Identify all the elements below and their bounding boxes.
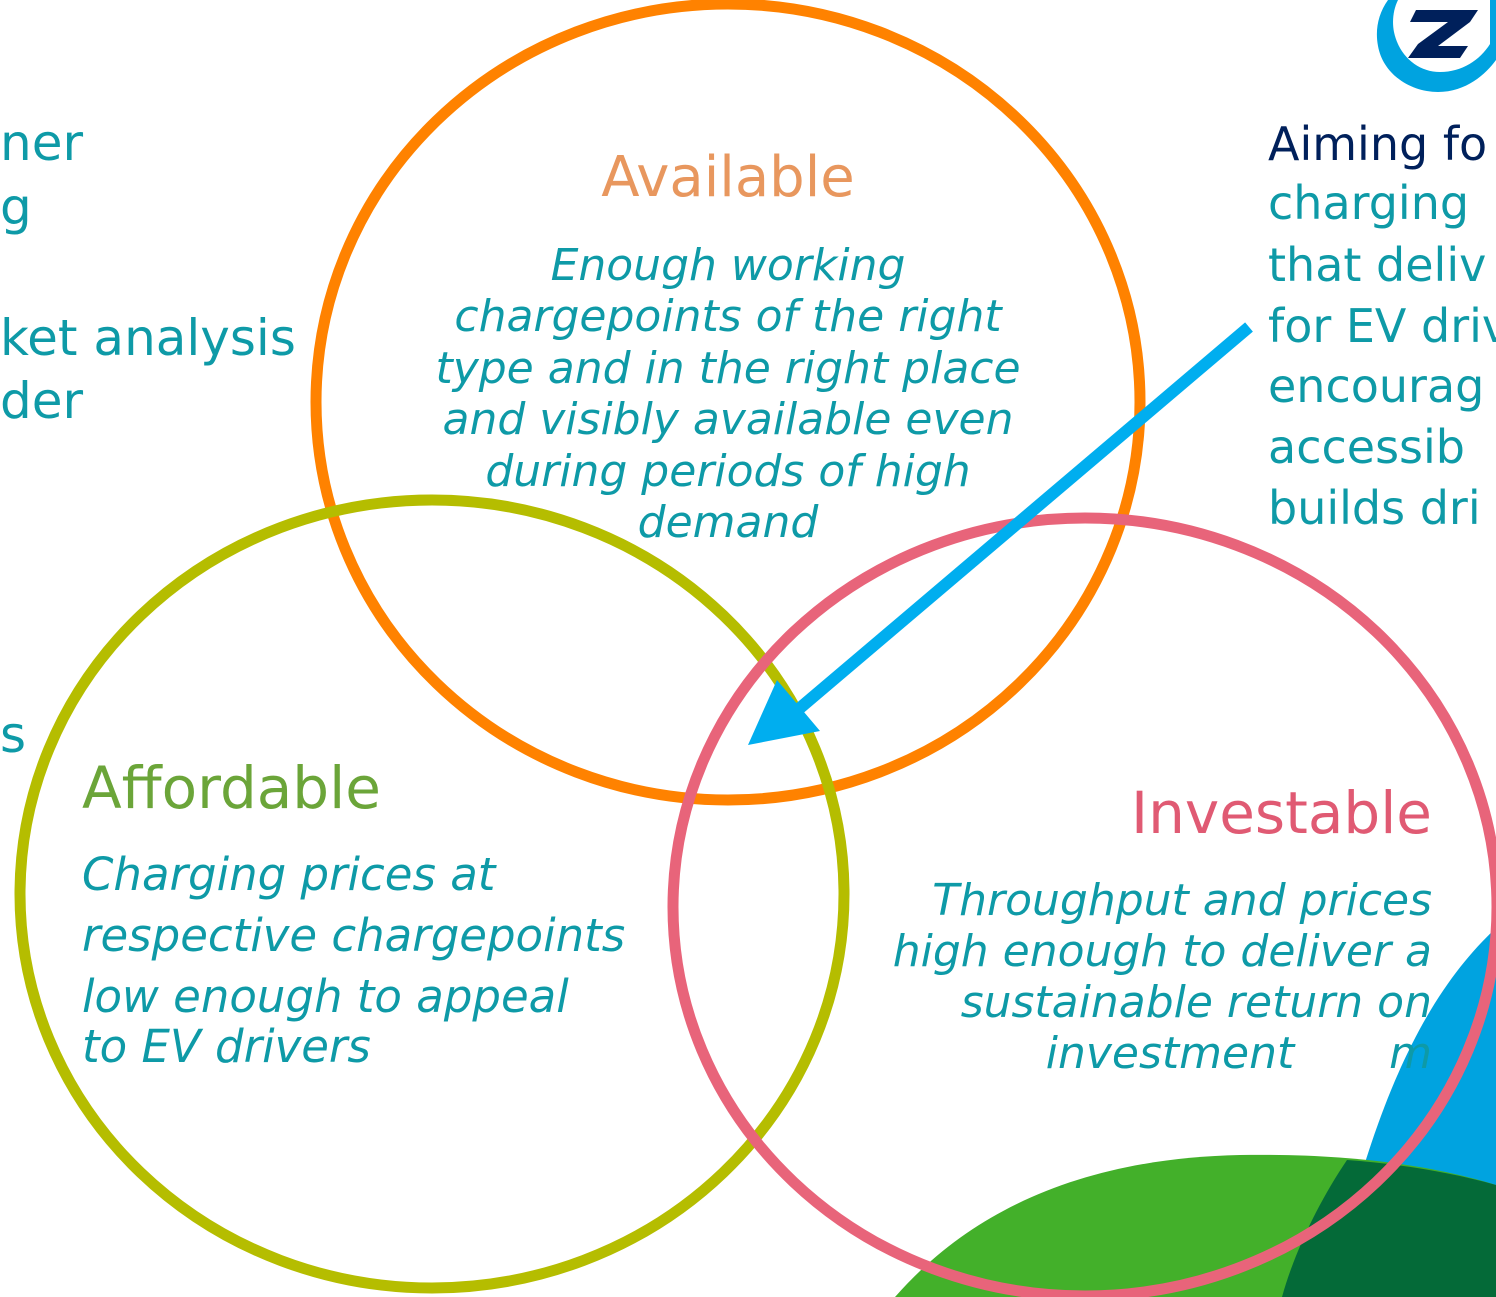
available-description-line: and visibly available even (442, 394, 1013, 445)
left-line: s (0, 706, 26, 764)
available-description-line: demand (638, 497, 820, 548)
left-line: der (0, 372, 84, 430)
affordable-description-line: Charging prices at (82, 848, 498, 901)
available-description-line: Enough working (551, 240, 906, 291)
background-dark-green-overlap (1282, 1160, 1496, 1297)
right-side-text: Aiming fo charging that deliv for EV dri… (1268, 117, 1496, 535)
available-title: Available (601, 145, 854, 210)
available-description-line: during periods of high (485, 446, 970, 497)
affordable-title: Affordable (82, 754, 381, 822)
affordable-description-line: low enough to appeal (82, 970, 569, 1023)
left-side-text: ner g ket analysis der s (0, 114, 296, 764)
investable-description-line: sustainable return on (961, 977, 1432, 1028)
available-description-line: type and in the right place (435, 343, 1020, 394)
right-line: accessib (1268, 420, 1465, 474)
investable-description-line: high enough to deliver a (893, 926, 1432, 977)
logo-icon (1408, 10, 1478, 58)
investable-label-group: Investable Throughput and prices high en… (893, 779, 1432, 1079)
right-line: charging (1268, 176, 1469, 230)
affordable-circle (14, 494, 850, 1294)
investable-circle (667, 512, 1496, 1297)
investable-title: Investable (1131, 779, 1432, 847)
available-label-group: Available Enough working chargepoints of… (435, 145, 1020, 548)
left-line: ner (0, 114, 83, 172)
right-line: for EV driv (1268, 299, 1496, 353)
investable-description-line: investment (1046, 1028, 1296, 1079)
arrow-icon (748, 322, 1253, 745)
right-line: builds dri (1268, 481, 1481, 535)
affordable-description-line: respective chargepoints (82, 909, 625, 962)
left-line: ket analysis (0, 309, 296, 367)
right-heading: Aiming fo (1268, 117, 1487, 171)
affordable-label-group: Affordable Charging prices at respective… (82, 754, 625, 1073)
background-shapes (895, 928, 1496, 1297)
left-line: g (0, 178, 32, 236)
right-line: that deliv (1268, 238, 1486, 292)
available-description-line: chargepoints of the right (454, 291, 1003, 342)
affordable-description-line: to EV drivers (82, 1020, 371, 1073)
investable-description-line: Throughput and prices (932, 875, 1432, 926)
available-circle (310, 0, 1146, 806)
logo (1376, 0, 1496, 92)
right-line: encourag (1268, 359, 1484, 413)
investable-description-fragment: m (1389, 1028, 1432, 1079)
